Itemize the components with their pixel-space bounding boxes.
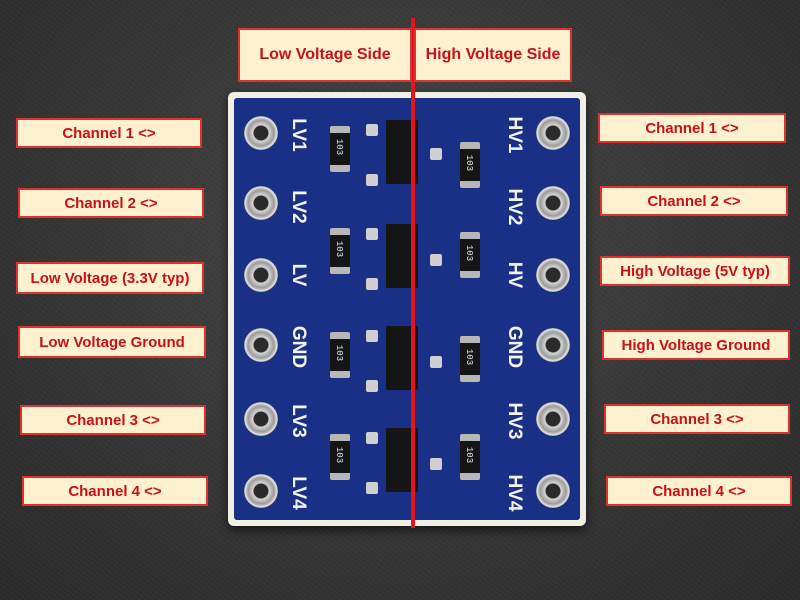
resistor-right-4: 103: [460, 434, 480, 480]
smd-pad: [430, 148, 442, 160]
left-label-channel-1: Channel 1 <>: [16, 118, 202, 148]
smd-pad: [430, 254, 442, 266]
smd-pad: [430, 356, 442, 368]
smd-pad: [366, 432, 378, 444]
right-label-channel-3: Channel 3 <>: [604, 404, 790, 434]
level-shifter-board: LV1 LV2 LV GND LV3 LV4 HV1 HV2 HV GND HV…: [228, 92, 586, 526]
silk-lv1: LV1: [288, 118, 309, 152]
silk-lv4: LV4: [288, 476, 309, 510]
smd-pad: [366, 482, 378, 494]
silk-hv: HV: [504, 261, 525, 289]
silk-gnd-right: GND: [504, 325, 525, 369]
high-voltage-side-label: High Voltage Side: [414, 28, 572, 82]
silk-hv2: HV2: [504, 188, 525, 226]
left-label-channel-4: Channel 4 <>: [22, 476, 208, 506]
smd-pad: [430, 458, 442, 470]
right-label-high-voltage-ground: High Voltage Ground: [602, 330, 790, 360]
left-pad-1: [244, 116, 278, 150]
left-label-low-voltage: Low Voltage (3.3V typ): [16, 262, 204, 294]
left-pad-5: [244, 402, 278, 436]
left-pad-4: [244, 328, 278, 362]
right-label-channel-4: Channel 4 <>: [606, 476, 792, 506]
smd-pad: [366, 124, 378, 136]
silk-lv2: LV2: [288, 190, 309, 224]
smd-pad: [366, 278, 378, 290]
silk-gnd-left: GND: [288, 325, 309, 369]
smd-pad: [366, 228, 378, 240]
pcb: LV1 LV2 LV GND LV3 LV4 HV1 HV2 HV GND HV…: [234, 98, 580, 520]
resistor-right-1: 103: [460, 142, 480, 188]
resistor-left-4: 103: [330, 434, 350, 480]
resistor-left-3: 103: [330, 332, 350, 378]
left-pad-3: [244, 258, 278, 292]
divider-line: [411, 18, 415, 528]
silk-hv4: HV4: [504, 474, 525, 512]
left-label-channel-2: Channel 2 <>: [18, 188, 204, 218]
right-pad-5: [536, 402, 570, 436]
left-pad-6: [244, 474, 278, 508]
resistor-left-2: 103: [330, 228, 350, 274]
right-pad-4: [536, 328, 570, 362]
right-pad-2: [536, 186, 570, 220]
smd-pad: [366, 174, 378, 186]
right-pad-1: [536, 116, 570, 150]
right-pad-3: [536, 258, 570, 292]
resistor-right-2: 103: [460, 232, 480, 278]
silk-lv3: LV3: [288, 404, 309, 438]
left-label-low-voltage-ground: Low Voltage Ground: [18, 326, 206, 358]
silk-hv1: HV1: [504, 116, 525, 154]
low-voltage-side-label: Low Voltage Side: [238, 28, 412, 82]
right-label-channel-2: Channel 2 <>: [600, 186, 788, 216]
left-label-channel-3: Channel 3 <>: [20, 405, 206, 435]
right-label-high-voltage: High Voltage (5V typ): [600, 256, 790, 286]
right-pad-6: [536, 474, 570, 508]
left-pad-2: [244, 186, 278, 220]
silk-lv: LV: [288, 263, 309, 287]
resistor-right-3: 103: [460, 336, 480, 382]
smd-pad: [366, 380, 378, 392]
silk-hv3: HV3: [504, 402, 525, 440]
smd-pad: [366, 330, 378, 342]
resistor-left-1: 103: [330, 126, 350, 172]
right-label-channel-1: Channel 1 <>: [598, 113, 786, 143]
